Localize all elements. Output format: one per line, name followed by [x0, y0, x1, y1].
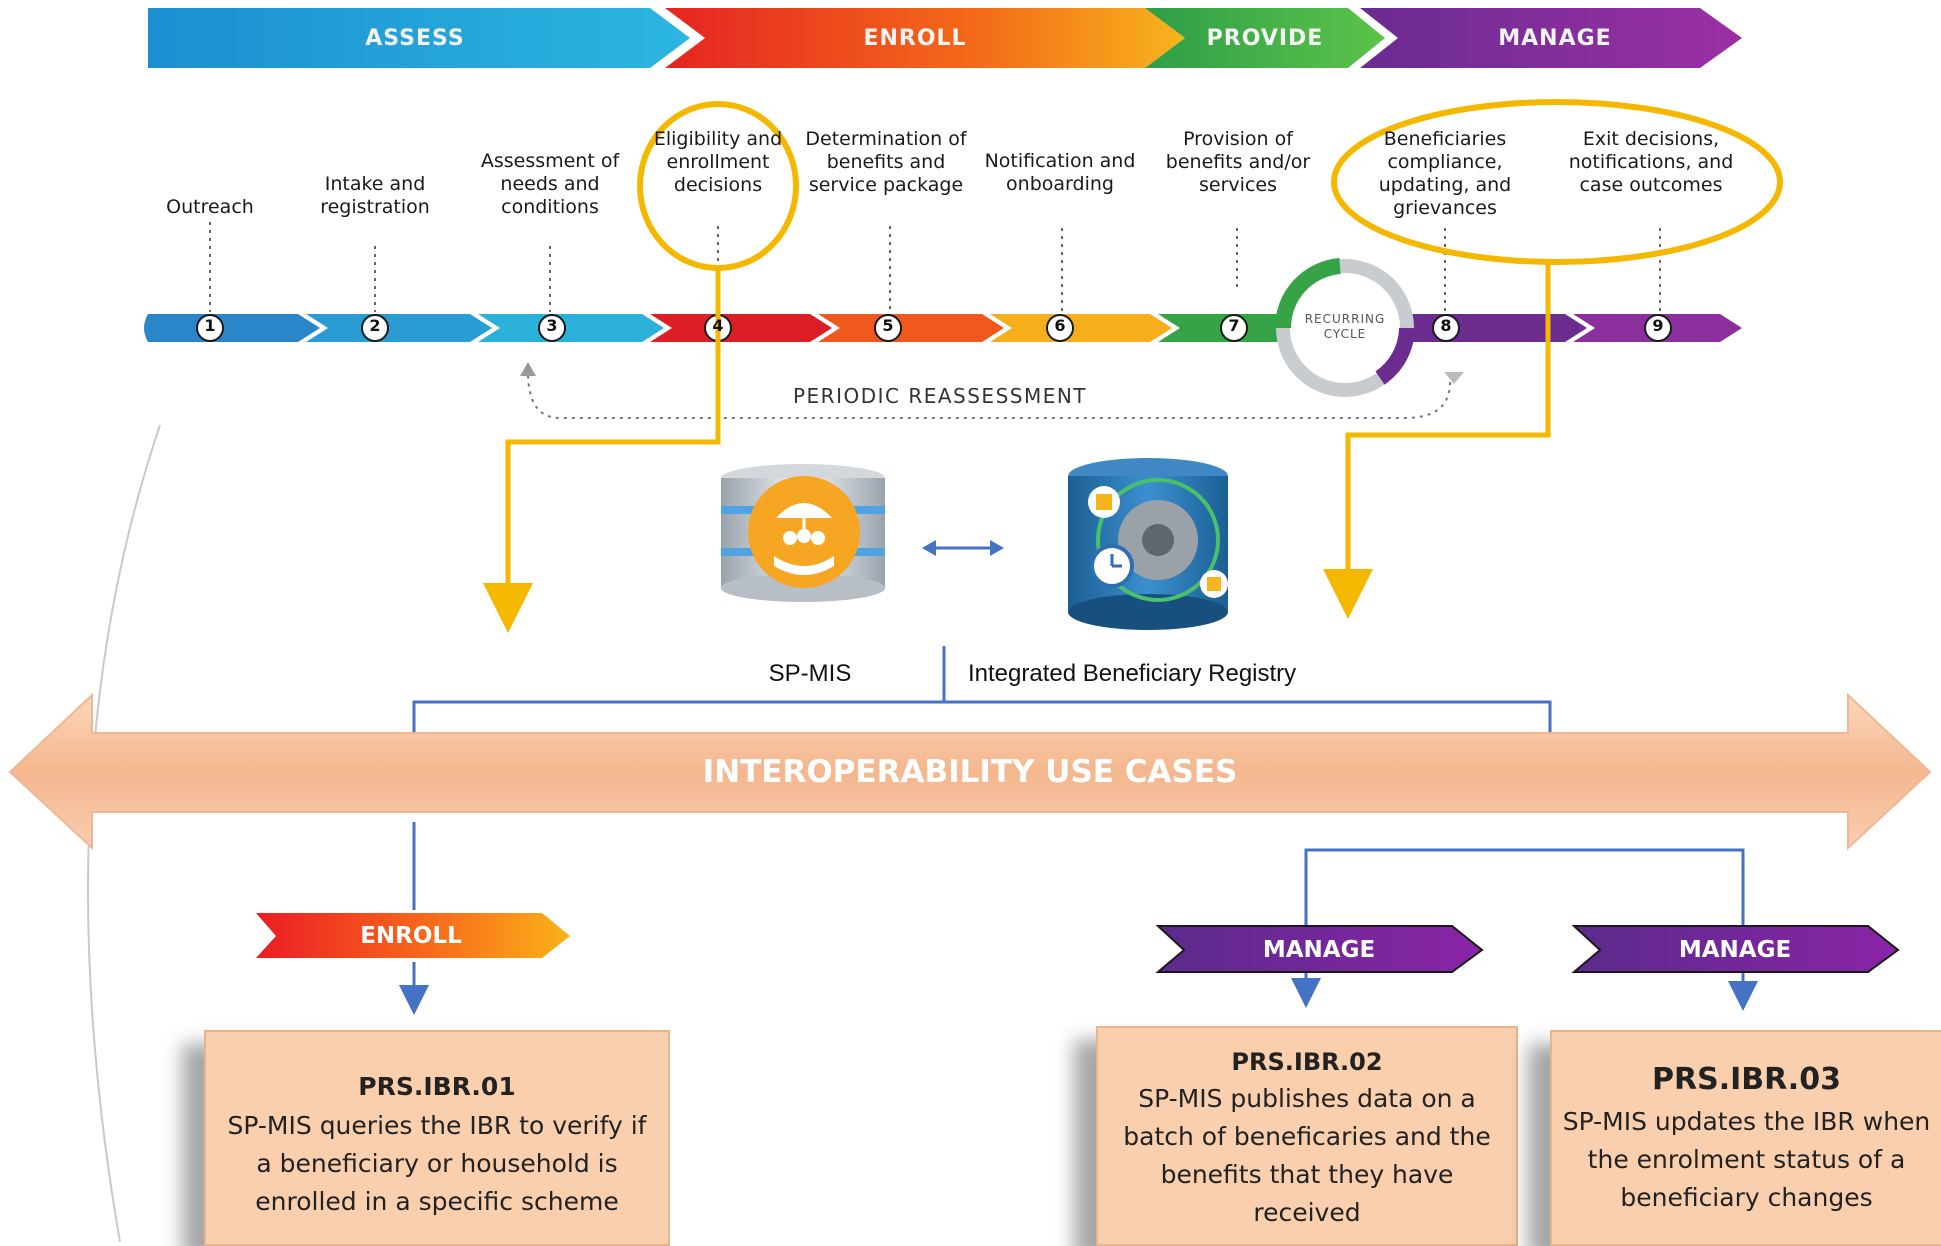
step-label-5: Determination of benefits and service pa… [805, 128, 967, 196]
step-leaders [209, 222, 1661, 312]
ibr-label: Integrated Beneficiary Registry [968, 660, 1297, 687]
step-segment-1 [144, 314, 320, 342]
step-label-2: Intake and registration [320, 173, 430, 218]
highlight-connector-right [1323, 262, 1551, 619]
step-badge-6 [1046, 314, 1074, 342]
reassessment-arrowhead [520, 362, 536, 376]
step-label-9: Exit decisions, notifications, and case … [1568, 128, 1734, 196]
step-number-2: 2 [369, 316, 381, 335]
step-segment-8 [1400, 314, 1587, 342]
use-case-card-3: PRS.IBR.03 SP-MIS updates the IBR when t… [1550, 1030, 1941, 1246]
step-label-8: Beneficiaries compliance, updating, and … [1378, 128, 1512, 219]
use-case-text-2: SP-MIS publishes data on a batch of bene… [1123, 1084, 1491, 1227]
interoperability-banner [8, 692, 1932, 851]
step-number-5: 5 [882, 316, 894, 335]
phase-chevron-manage [1360, 8, 1742, 68]
step-number-4: 4 [712, 316, 724, 335]
use-case-card-1: PRS.IBR.01 SP-MIS queries the IBR to ver… [204, 1030, 670, 1246]
step-number-6: 6 [1054, 316, 1066, 335]
use-case-id-1: PRS.IBR.01 [358, 1072, 516, 1101]
step-number-3: 3 [546, 316, 558, 335]
manage-tag-shape-2 [1571, 925, 1900, 973]
sp-mis-label: SP-MIS [768, 660, 852, 687]
interoperability-banner-label: INTEROPERABILITY USE CASES [702, 754, 1238, 790]
highlight-connector-left [483, 268, 721, 633]
step-label-3: Assessment of needs and conditions [480, 150, 620, 218]
manage-tag-label-1: MANAGE [1262, 937, 1376, 963]
recurring-cycle-ring [1274, 258, 1464, 397]
phase-label-manage: MANAGE [1498, 26, 1612, 51]
step-badge-3 [538, 314, 566, 342]
enroll-tag-shape [256, 913, 570, 958]
highlight-circle-steps-8-9 [1331, 99, 1783, 265]
use-case-id-2: PRS.IBR.02 [1231, 1048, 1383, 1076]
step-segment-2 [306, 314, 492, 342]
sp-mis-database-icon [721, 464, 885, 602]
step-segment-6 [990, 314, 1172, 342]
step-number-8: 8 [1440, 316, 1452, 335]
phase-chevrons [148, 8, 1742, 68]
step-label-7: Provision of benefits and/or services [1165, 128, 1311, 196]
use-case-id-3: PRS.IBR.03 [1652, 1062, 1841, 1097]
periodic-reassessment-label: PERIODIC REASSESSMENT [792, 384, 1088, 408]
step-segment-3 [478, 314, 664, 342]
step-number-7: 7 [1228, 316, 1240, 335]
phase-chevron-provide [1145, 8, 1385, 68]
manage-tag-label-2: MANAGE [1678, 937, 1792, 963]
step-label-6: Notification and onboarding [984, 150, 1136, 195]
use-case-text-3: SP-MIS updates the IBR when the enrolmen… [1562, 1107, 1931, 1212]
step-number-9: 9 [1652, 316, 1664, 335]
enroll-tag-label: ENROLL [360, 923, 462, 949]
manage-connector-bracket [1304, 848, 1745, 925]
step-badge-1 [196, 314, 224, 342]
step-label-1: Outreach [166, 196, 254, 218]
step-number-1: 1 [204, 316, 216, 335]
phase-chevron-assess [148, 8, 690, 68]
phase-label-assess: ASSESS [365, 26, 465, 51]
step-badges [196, 314, 1672, 342]
step-badge-2 [361, 314, 389, 342]
reassessment-loop [527, 371, 1451, 419]
step-badge-5 [874, 314, 902, 342]
step-badge-8 [1432, 314, 1460, 342]
phase-label-provide: PROVIDE [1206, 26, 1324, 51]
use-case-card-2: PRS.IBR.02 SP-MIS publishes data on a ba… [1096, 1026, 1518, 1246]
phase-chevron-enroll [665, 8, 1185, 68]
recurring-cycle-label: RECURRING CYCLE [1304, 312, 1386, 341]
step-segment-4 [650, 314, 832, 342]
step-badge-9 [1644, 314, 1672, 342]
decorative-arc [87, 424, 161, 1242]
ibr-database-icon [1068, 458, 1228, 630]
phase-label-enroll: ENROLL [863, 26, 967, 51]
use-case-text-1: SP-MIS queries the IBR to verify if a be… [227, 1111, 647, 1216]
step-badge-7 [1220, 314, 1248, 342]
step-label-4: Eligibility and enrollment decisions [653, 128, 783, 196]
manage-tag-shape-1 [1155, 925, 1484, 973]
step-segment-5 [818, 314, 1004, 342]
